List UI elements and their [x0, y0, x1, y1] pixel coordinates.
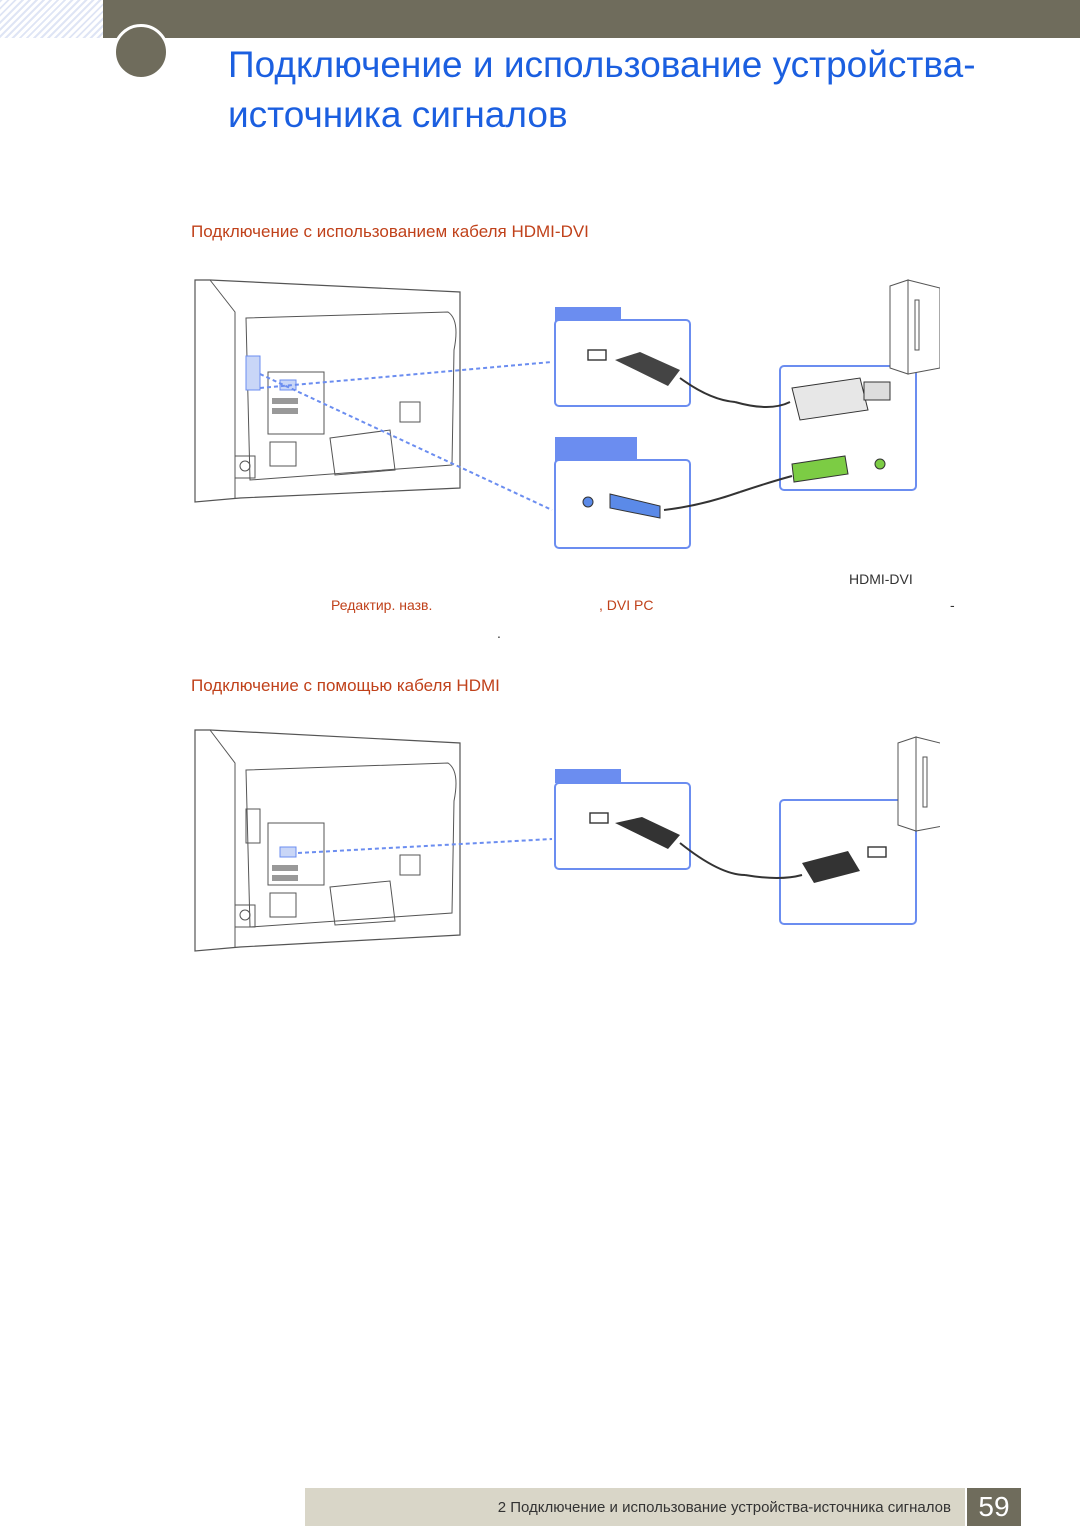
section-heading-text: Подключение с помощью кабеля	[191, 676, 452, 695]
section-heading-hdmi-dvi: Подключение с использованием кабеля HDMI…	[191, 222, 589, 242]
hdmi-connection-diagram	[194, 729, 940, 952]
tv-back-illustration	[194, 279, 461, 503]
cable-type-label: HDMI-DVI	[849, 571, 913, 587]
hdmi-dvi-connection-diagram	[194, 279, 940, 549]
note-dash: -	[950, 597, 955, 613]
dvi-pc-reference: , DVI PC	[599, 597, 654, 613]
tv-back-illustration	[194, 729, 461, 952]
section-heading-text: Подключение с использованием кабеля	[191, 222, 507, 241]
hdmi-port-callout	[554, 769, 746, 876]
section-heading-accent: HDMI	[456, 676, 500, 695]
pc-ports-callout	[734, 365, 917, 493]
header-bar	[103, 0, 1080, 38]
section-heading-hdmi: Подключение с помощью кабеля HDMI	[191, 676, 500, 696]
page-title: Подключение и использование устройства-и…	[228, 44, 976, 135]
hdmi-port-callout	[554, 307, 736, 407]
footer-bar: 2 Подключение и использование устройства…	[305, 1488, 965, 1526]
note-dot: .	[497, 625, 501, 641]
edit-name-menu-reference: Редактир. назв.	[331, 597, 433, 613]
page-number: 59	[967, 1488, 1021, 1526]
header-stripes	[0, 0, 103, 38]
pc-tower-illustration	[897, 736, 940, 832]
pc-tower-illustration	[889, 279, 940, 375]
section-heading-accent: HDMI-DVI	[511, 222, 589, 241]
pc-ports-callout	[744, 799, 917, 925]
footer-chapter-title: 2 Подключение и использование устройства…	[497, 1498, 951, 1516]
chapter-marker	[113, 24, 169, 80]
audio-port-callout	[554, 437, 741, 549]
